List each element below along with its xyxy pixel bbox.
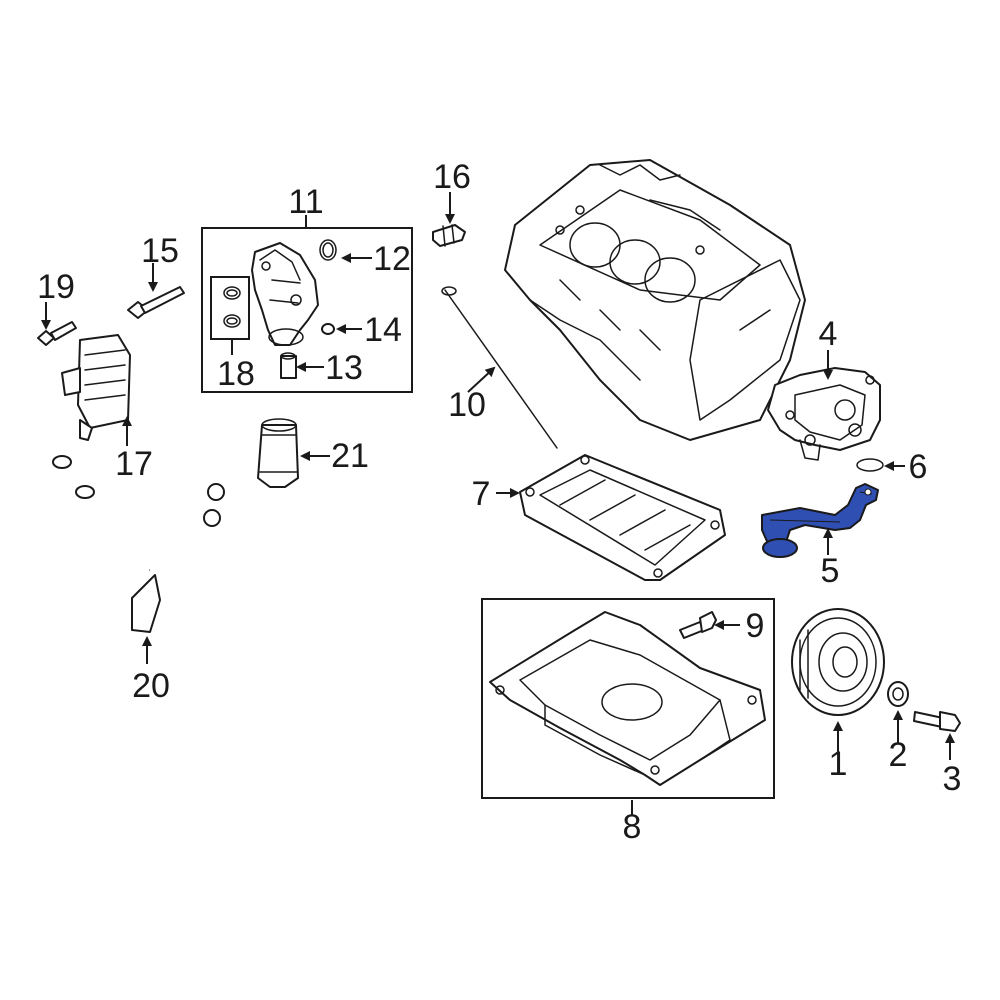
engine-block [504,159,806,441]
oil-baffle [519,454,726,581]
callout-2: 2 [889,736,908,774]
crankshaft-damper [791,608,885,716]
oil-pickup-tube [761,483,879,558]
oil-pan-group-box [481,598,775,799]
seal-14 [321,323,335,335]
callout-16: 16 [433,158,471,196]
o-ring [856,458,884,472]
oil-pump [767,367,881,461]
callout-15: 15 [141,232,179,270]
gaskets-18 [223,286,241,328]
bolt-9 [679,611,717,639]
dipstick [441,286,558,449]
callout-18: 18 [217,355,255,393]
oil-filter-adapter [251,242,319,346]
nipple-13 [280,352,297,379]
leader-lines [41,192,955,815]
callout-20: 20 [132,667,170,705]
callout-13: 13 [325,349,363,387]
callout-3: 3 [943,760,962,798]
bolt-19 [37,321,77,346]
oil-pan [489,611,766,786]
callout-14: 14 [364,311,402,349]
gasket-group-box [210,276,250,340]
bolt-15 [127,286,185,319]
oil-filter [257,418,299,488]
callout-1: 1 [829,745,848,783]
callout-10: 10 [448,386,486,424]
callout-17: 17 [115,445,153,483]
bolt-3 [913,711,961,732]
callout-6: 6 [909,448,928,486]
callout-7: 7 [472,475,491,513]
callout-9: 9 [746,607,765,645]
callout-11: 11 [288,183,323,221]
callout-4: 4 [819,315,838,353]
washer [887,681,909,707]
oil-cooler [61,334,131,441]
callout-12: 12 [373,240,411,278]
seal-12 [319,239,337,261]
callout-8: 8 [623,808,642,846]
sensor [432,224,466,247]
callout-5: 5 [821,552,840,590]
callout-19: 19 [37,268,75,306]
callout-21: 21 [331,437,369,475]
callout-labels: 1 2 3 4 5 6 7 8 9 10 11 12 13 14 15 16 1… [37,158,961,846]
cooler-lines [52,455,225,633]
